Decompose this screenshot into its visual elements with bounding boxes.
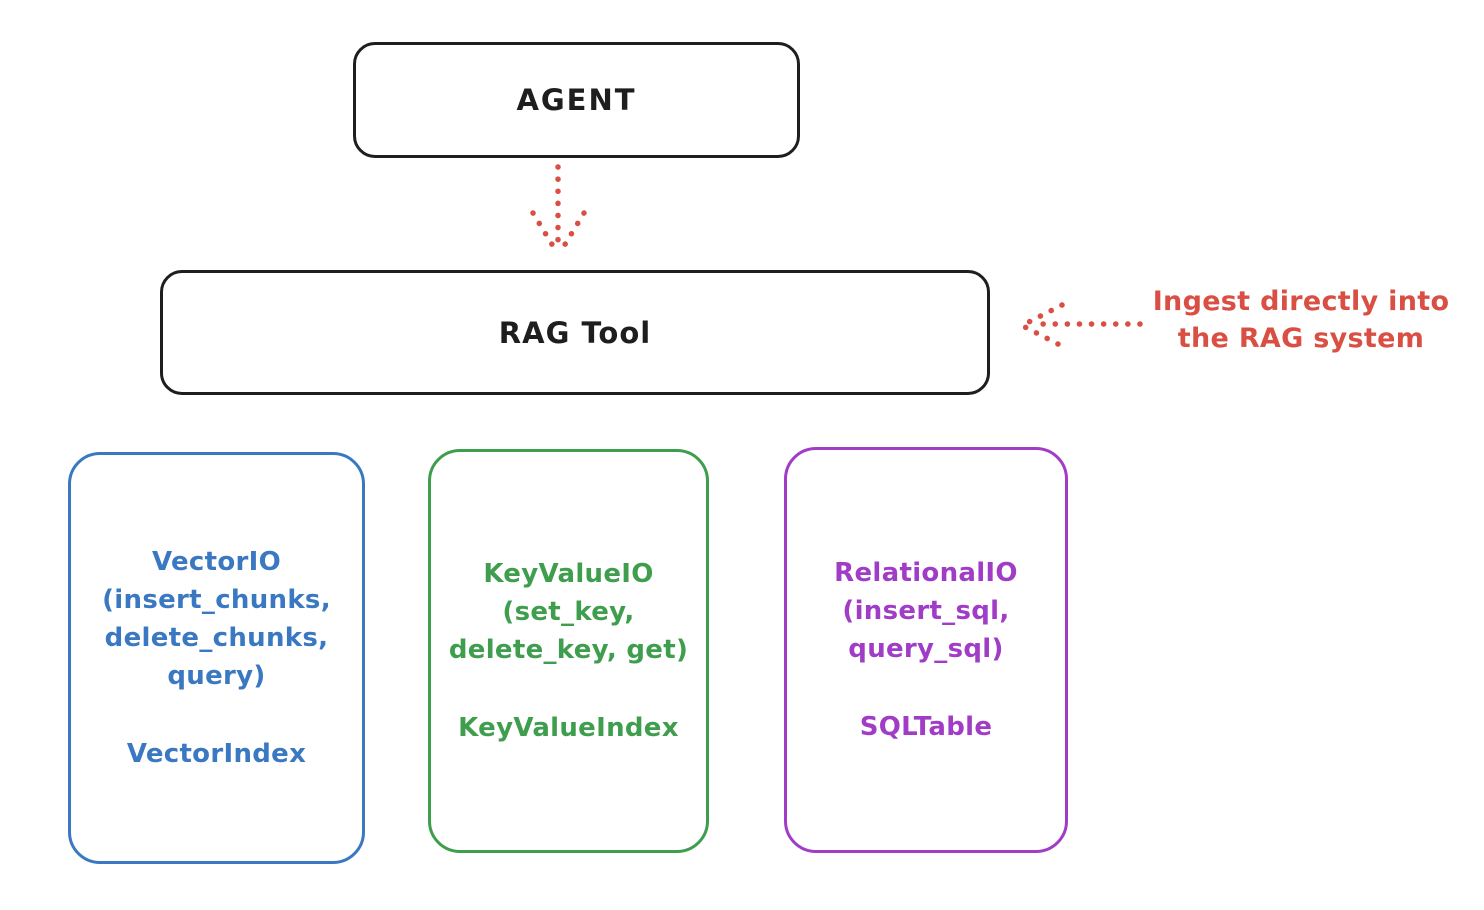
vector-io-box: VectorIO (insert_chunks, delete_chunks, … — [68, 452, 365, 864]
vector-io-method-3: query) — [167, 661, 266, 691]
agent-box: AGENT — [353, 42, 800, 158]
vector-io-method-2: delete_chunks, — [104, 623, 329, 653]
vector-index-label: VectorIndex — [126, 739, 307, 769]
agent-label: AGENT — [516, 83, 637, 117]
spacer — [102, 695, 331, 735]
rag-tool-label: RAG Tool — [498, 315, 652, 350]
keyvalue-index-label: KeyValueIndex — [458, 713, 679, 743]
vector-io-text: VectorIO (insert_chunks, delete_chunks, … — [102, 543, 331, 773]
relational-io-method-2: query_sql) — [848, 634, 1004, 664]
spacer — [834, 668, 1018, 708]
relational-io-text: RelationalIO (insert_sql, query_sql) SQL… — [834, 554, 1018, 746]
sql-table-label: SQLTable — [859, 712, 993, 742]
ingest-annotation-line-1: Ingest directly into — [1152, 286, 1450, 317]
spacer — [449, 669, 688, 709]
rag-tool-box: RAG Tool — [160, 270, 990, 395]
vector-io-title: VectorIO — [151, 547, 282, 577]
ingest-arrow-icon — [1020, 302, 1143, 347]
ingest-annotation-line-2: the RAG system — [1177, 323, 1425, 354]
agent-to-ragtool-arrow-icon — [530, 164, 587, 254]
ingest-annotation: Ingest directly into the RAG system — [1128, 283, 1474, 357]
relational-io-box: RelationalIO (insert_sql, query_sql) SQL… — [784, 447, 1068, 853]
keyvalue-io-text: KeyValueIO (set_key, delete_key, get) Ke… — [449, 555, 688, 747]
relational-io-method-1: (insert_sql, — [842, 596, 1010, 626]
keyvalue-io-box: KeyValueIO (set_key, delete_key, get) Ke… — [428, 449, 709, 853]
keyvalue-io-method-1: (set_key, — [502, 597, 635, 627]
keyvalue-io-method-2: delete_key, get) — [448, 635, 689, 665]
relational-io-title: RelationalIO — [834, 558, 1018, 588]
vector-io-method-1: (insert_chunks, — [102, 585, 331, 615]
keyvalue-io-title: KeyValueIO — [483, 559, 654, 589]
